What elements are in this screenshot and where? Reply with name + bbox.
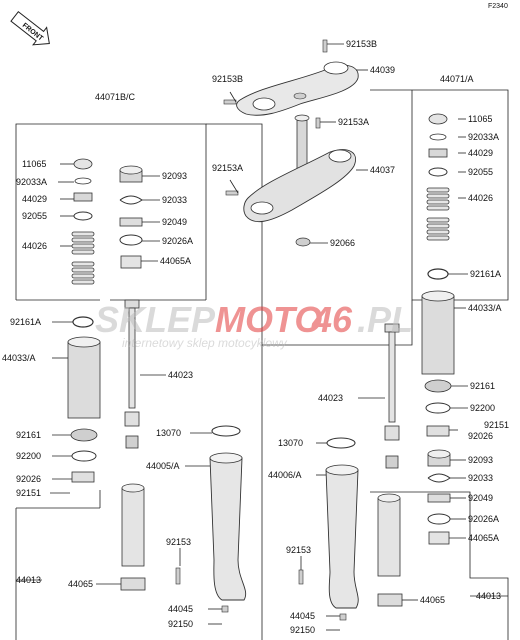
- part-label-top-bracket: 44039: [370, 65, 395, 75]
- left-outer-tube-part: [175, 425, 247, 613]
- left-damper-rod-part: [120, 299, 146, 591]
- part-label-l-ring2: 92200: [16, 451, 41, 461]
- part-label-l-spring: 44026: [22, 241, 47, 251]
- part-label-r-spring: 44026: [468, 193, 493, 203]
- part-label-l-bush-a: 44065A: [160, 256, 191, 266]
- part-label-r-spacer: 92026A: [468, 514, 499, 524]
- assembly-left-label: 44071B/C: [95, 92, 136, 102]
- part-label-r-bushing: 44065: [420, 595, 445, 605]
- part-label-r-washer: 92161: [470, 381, 495, 391]
- part-label-l-tube: 44033/A: [2, 353, 36, 363]
- part-label-l-plug: 44029: [22, 194, 47, 204]
- left-cap-part: [73, 158, 93, 221]
- part-label-r-cap: 11065: [468, 114, 492, 124]
- part-label-r-ring: 92055: [468, 167, 493, 177]
- part-label-l-ring: 92055: [22, 211, 47, 221]
- part-label-stem: 44037: [370, 165, 395, 175]
- part-label-r-oring: 92033A: [468, 132, 499, 142]
- part-label-l-damper: 44023: [168, 370, 193, 380]
- part-label-top-bolt-left: 92153B: [212, 74, 243, 84]
- steering-stem-part: [243, 114, 356, 247]
- right-tube-part: [421, 268, 455, 437]
- part-label-l-inner-assy: 44013: [16, 575, 41, 585]
- right-spring-part: [426, 187, 450, 241]
- watermark-brand-b: MOTO: [215, 299, 322, 340]
- part-label-l-gasket: 92150: [168, 619, 193, 629]
- part-label-l-oring: 92033A: [16, 177, 47, 187]
- part-label-l-seal-ring: 92033: [162, 195, 187, 205]
- front-arrow-icon: [10, 11, 50, 46]
- part-label-l-spacer: 92026A: [162, 236, 193, 246]
- part-label-stem-bolt-left: 92153A: [212, 163, 243, 173]
- part-label-r-ring2: 92200: [470, 403, 495, 413]
- right-damper-rod-part: [384, 323, 400, 469]
- part-label-r-outer: 44006/A: [268, 470, 302, 480]
- part-label-r-collar: 92161A: [470, 269, 501, 279]
- left-seal-stack-part: [119, 165, 143, 269]
- part-label-l-axle-bolt: 92153: [166, 537, 191, 547]
- part-label-l-guide: 92049: [162, 217, 187, 227]
- part-label-l-cap: 11065: [22, 159, 46, 169]
- diagram-ref-code: F2340: [488, 3, 508, 10]
- part-label-r-screw: 92151: [484, 420, 509, 430]
- top-bracket-part: [236, 61, 359, 116]
- part-label-l-clamp: 92026: [16, 474, 41, 484]
- part-label-r-dust-ring: 13070: [278, 438, 303, 448]
- part-label-r-guide: 92049: [468, 493, 493, 503]
- part-label-stem-bolt: 92153A: [338, 117, 369, 127]
- left-tube-part: [67, 316, 101, 483]
- right-cap-part: [428, 113, 448, 177]
- right-inner-assy-part: [377, 493, 403, 607]
- part-label-r-seal-ring: 92033: [468, 473, 493, 483]
- part-label-l-collar: 92161A: [10, 317, 41, 327]
- part-label-r-bush-a: 44065A: [468, 533, 499, 543]
- leader-lines: [16, 43, 508, 631]
- part-label-l-outer: 44005/A: [146, 461, 180, 471]
- part-label-r-clamp: 92026: [468, 431, 493, 441]
- part-label-r-axle-bolt: 92153: [286, 545, 311, 555]
- right-outer-tube-part: [298, 437, 359, 621]
- watermark-tagline: internetowy sklep motocyklowy: [122, 336, 288, 350]
- part-label-r-gasket: 92150: [290, 625, 315, 635]
- part-label-l-washer: 92161: [16, 430, 41, 440]
- part-label-r-seal: 92093: [468, 455, 493, 465]
- part-label-r-damper: 44023: [318, 393, 343, 403]
- part-label-top-bolt-upper: 92153B: [346, 39, 377, 49]
- part-label-l-bushing: 44065: [68, 579, 93, 589]
- right-seal-stack-part: [427, 449, 451, 545]
- watermark-brand-a: SKLEP: [95, 299, 216, 340]
- watermark-brand-d: .PL: [357, 299, 413, 340]
- left-spring-part: [71, 231, 95, 285]
- part-label-r-drain: 44045: [290, 611, 315, 621]
- part-label-r-plug: 44029: [468, 148, 493, 158]
- assembly-frame-lines: [15, 89, 509, 640]
- part-label-l-seal: 92093: [162, 171, 187, 181]
- part-label-r-inner-assy: 44013: [476, 591, 501, 601]
- part-label-l-drain: 44045: [168, 604, 193, 614]
- watermark-brand-c: 46: [311, 299, 353, 340]
- part-label-stem-nut: 92066: [330, 238, 355, 248]
- assembly-right-label: 44071/A: [440, 74, 474, 84]
- bolt-part: [223, 39, 328, 196]
- watermark: SKLEP MOTO 46 .PL internetowy sklep moto…: [95, 299, 413, 350]
- part-label-r-tube: 44033/A: [468, 303, 502, 313]
- part-label-l-screw: 92151: [16, 488, 41, 498]
- part-label-l-dust-ring: 13070: [156, 428, 181, 438]
